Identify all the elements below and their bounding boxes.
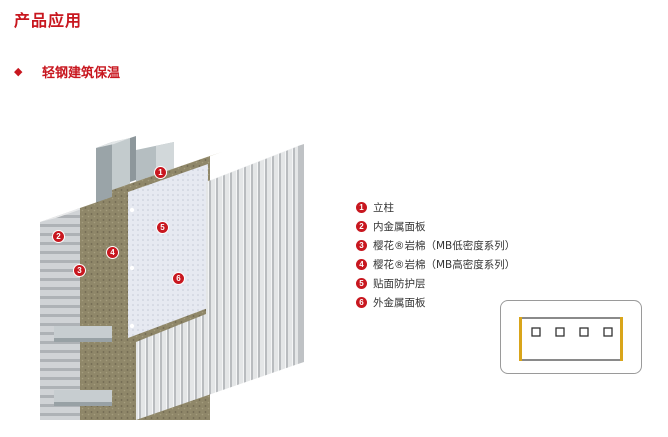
- outer-metal-panel: [136, 146, 298, 420]
- number-badge-icon: 3: [356, 240, 367, 251]
- legend-item: 1 立柱: [356, 198, 515, 217]
- legend-item: 2 内金属面板: [356, 217, 515, 236]
- legend: 1 立柱 2 内金属面板 3 樱花®岩棉（MB低密度系列） 4 樱花®岩棉（MB…: [356, 198, 515, 312]
- legend-item: 3 樱花®岩棉（MB低密度系列）: [356, 236, 515, 255]
- inner-metal-panel: [40, 208, 80, 420]
- number-badge-icon: 5: [356, 278, 367, 289]
- facing-membrane: [128, 164, 208, 338]
- legend-label: 立柱: [373, 202, 394, 214]
- callout-4: 4: [106, 246, 119, 259]
- cross-section-drawing: [519, 317, 623, 361]
- section-heading: ◆ 轻钢建筑保温: [14, 62, 120, 81]
- diamond-bullet-icon: ◆: [14, 65, 23, 78]
- legend-label: 樱花®岩棉（MB高密度系列）: [373, 259, 516, 271]
- number-badge-icon: 4: [356, 259, 367, 270]
- legend-label: 外金属面板: [373, 297, 426, 309]
- callout-2: 2: [52, 230, 65, 243]
- number-badge-icon: 1: [356, 202, 367, 213]
- callout-5: 5: [156, 221, 169, 234]
- callout-3: 3: [73, 264, 86, 277]
- legend-item: 5 贴面防护层: [356, 274, 515, 293]
- number-badge-icon: 2: [356, 221, 367, 232]
- page-title: 产品应用: [14, 11, 83, 30]
- number-badge-icon: 6: [356, 297, 367, 308]
- callout-6: 6: [172, 272, 185, 285]
- legend-item: 6 外金属面板: [356, 293, 515, 312]
- legend-item: 4 樱花®岩棉（MB高密度系列）: [356, 255, 515, 274]
- legend-label: 樱花®岩棉（MB低密度系列）: [373, 240, 516, 252]
- legend-label: 贴面防护层: [373, 278, 426, 290]
- legend-label: 内金属面板: [373, 221, 426, 233]
- wall-illustration: 1 2 3 4 5 6: [36, 128, 336, 420]
- section-title: 轻钢建筑保温: [42, 66, 121, 81]
- callout-1: 1: [154, 166, 167, 179]
- wall-section-icon: [500, 300, 642, 374]
- wall-layers-drawing: [40, 136, 304, 420]
